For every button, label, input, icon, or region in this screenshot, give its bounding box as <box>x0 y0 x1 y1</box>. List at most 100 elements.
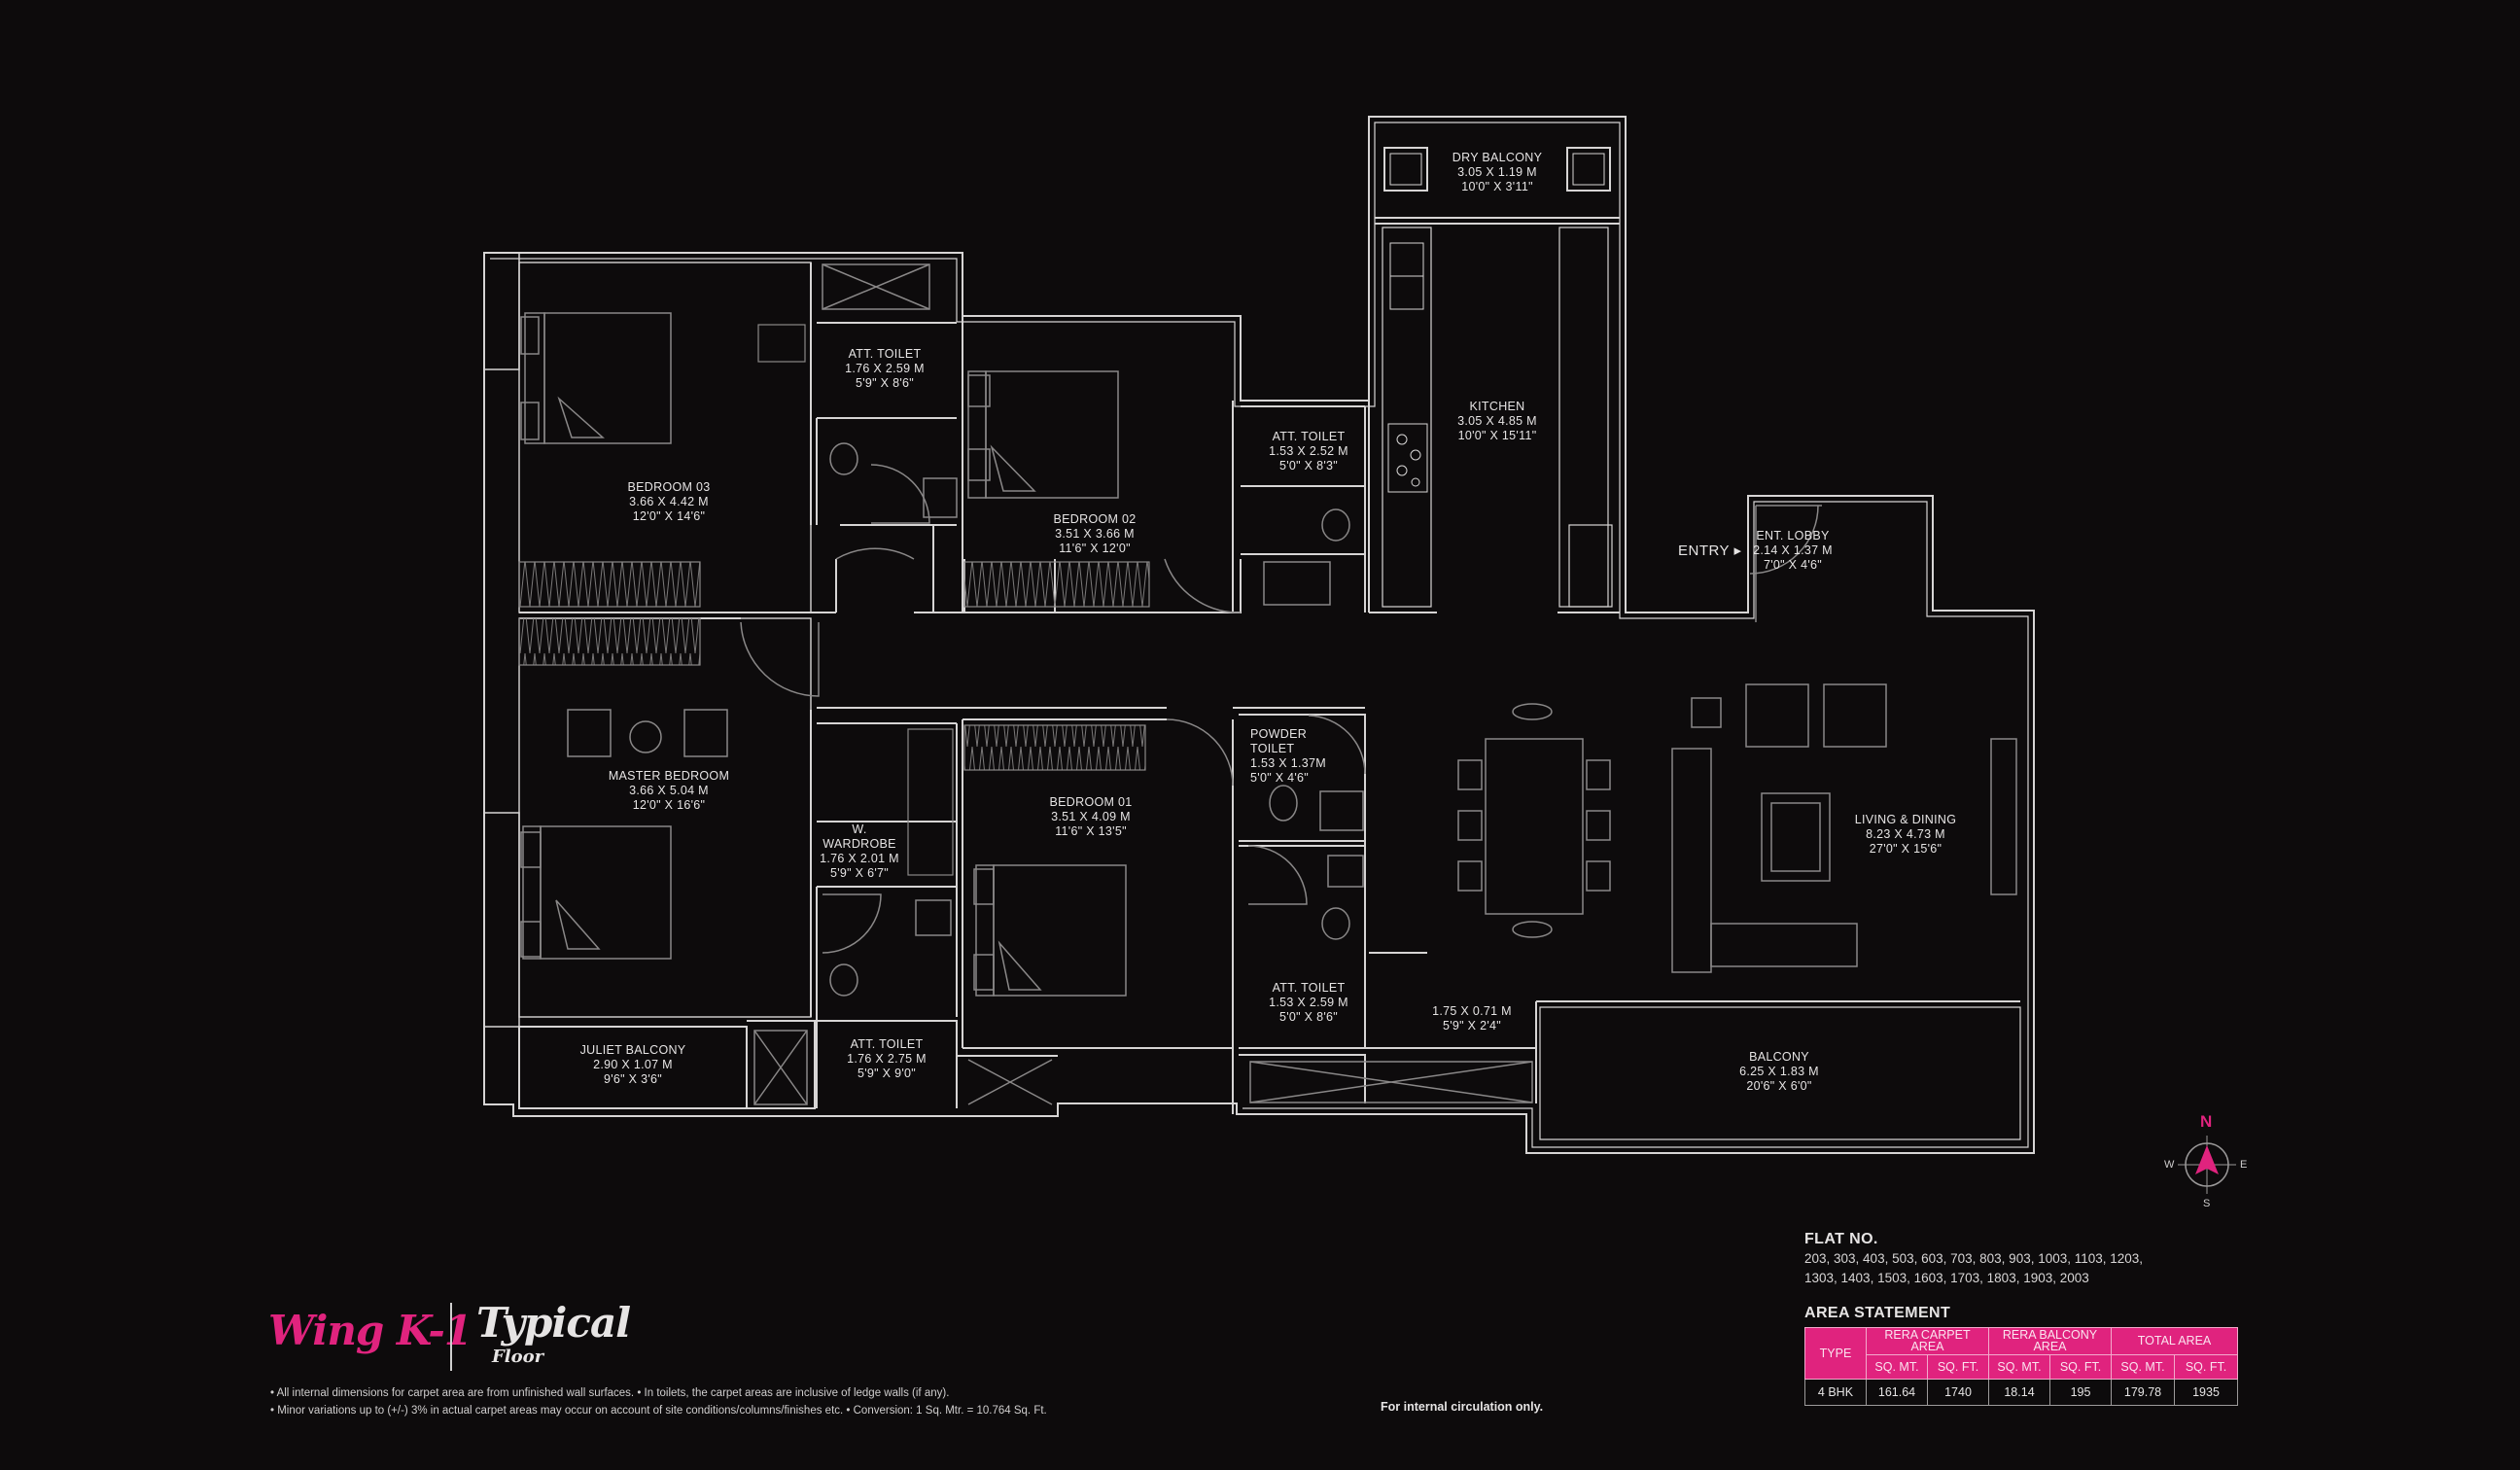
room-dim-m: 3.51 X 4.09 M <box>1051 810 1131 823</box>
room-dim-m: 1.76 X 2.01 M <box>820 852 899 865</box>
room-name: KITCHEN <box>1469 400 1525 413</box>
room-name: BEDROOM 02 <box>1053 512 1137 526</box>
room-dim-m: 3.66 X 5.04 M <box>629 784 709 797</box>
room-dim-ft: 20'6" X 6'0" <box>1746 1079 1812 1093</box>
room-dim-m: 2.14 X 1.37 M <box>1753 543 1833 557</box>
unit-sqmt: SQ. MT. <box>1988 1353 2050 1381</box>
room-name: ATT. TOILET <box>1272 981 1346 995</box>
compass: N S E W <box>2158 1108 2256 1215</box>
room-kitchen: KITCHEN 3.05 X 4.85 M 10'0" X 15'11" <box>1439 400 1556 443</box>
room-att-toilet-top-left: ATT. TOILET 1.76 X 2.59 M 5'9" X 8'6" <box>826 347 943 391</box>
room-master-bedroom: MASTER BEDROOM 3.66 X 5.04 M 12'0" X 16'… <box>591 769 747 813</box>
room-dim-m: 3.51 X 3.66 M <box>1055 527 1135 541</box>
floor-subtitle: Floor <box>492 1347 544 1367</box>
room-name: ENT. LOBBY <box>1756 529 1830 542</box>
flat-no-line-2: 1303, 1403, 1503, 1603, 1703, 1803, 1903… <box>1804 1271 2089 1285</box>
room-att-toilet-top-mid: ATT. TOILET 1.53 X 2.52 M 5'0" X 8'3" <box>1250 430 1367 473</box>
title-divider <box>450 1303 452 1371</box>
note-line-2: • Minor variations up to (+/-) 3% in act… <box>270 1405 1047 1417</box>
row-total-sqft: 1935 <box>2174 1379 2238 1406</box>
compass-e: E <box>2240 1159 2248 1171</box>
unit-sqft: SQ. FT. <box>2174 1353 2238 1381</box>
room-dim-ft: 5'9" X 8'6" <box>855 376 915 390</box>
room-name: LIVING & DINING <box>1854 813 1957 826</box>
room-dim-m: 8.23 X 4.73 M <box>1866 827 1945 841</box>
row-balcony-sqmt: 18.14 <box>1988 1379 2050 1406</box>
room-name: JULIET BALCONY <box>579 1043 686 1057</box>
room-dim-ft: 5'0" X 8'6" <box>1278 1010 1339 1024</box>
room-dim-ft: 10'0" X 15'11" <box>1457 429 1537 442</box>
room-dim-ft: 27'0" X 15'6" <box>1869 842 1942 856</box>
room-att-toilet-bottom-left: ATT. TOILET 1.76 X 2.75 M 5'9" X 9'0" <box>828 1037 945 1081</box>
room-dim-ft: 12'0" X 14'6" <box>632 509 706 523</box>
room-dim-m: 1.76 X 2.59 M <box>845 362 925 375</box>
row-carpet-sqft: 1740 <box>1927 1379 1989 1406</box>
room-dim-ft: 10'0" X 3'11" <box>1461 180 1533 193</box>
room-dry-balcony: DRY BALCONY 3.05 X 1.19 M 10'0" X 3'11" <box>1439 151 1556 194</box>
room-name: MASTER BEDROOM <box>608 769 730 783</box>
room-name: ATT. TOILET <box>850 1037 924 1051</box>
room-dim-ft: 7'0" X 4'6" <box>1763 558 1823 572</box>
typical-title: Typical <box>476 1299 631 1347</box>
room-dim-ft: 11'6" X 12'0" <box>1059 542 1131 555</box>
room-bedroom-02: BEDROOM 02 3.51 X 3.66 M 11'6" X 12'0" <box>1036 512 1153 556</box>
room-name: DRY BALCONY <box>1452 151 1543 164</box>
room-balcony: BALCONY 6.25 X 1.83 M 20'6" X 6'0" <box>1721 1050 1838 1094</box>
room-w-wardrobe: W. WARDROBE 1.76 X 2.01 M 5'9" X 6'7" <box>801 822 918 881</box>
room-dim-ft: 5'0" X 8'3" <box>1278 459 1339 472</box>
notes: • All internal dimensions for carpet are… <box>270 1384 1047 1419</box>
room-name: BEDROOM 03 <box>627 480 711 494</box>
room-dim-m: 3.05 X 1.19 M <box>1457 165 1537 179</box>
unit-sqmt: SQ. MT. <box>2111 1353 2175 1381</box>
room-dim-ft: 5'9" X 9'0" <box>857 1067 917 1080</box>
room-dim-ft: 5'9" X 2'4" <box>1442 1019 1502 1032</box>
room-name: ATT. TOILET <box>848 347 922 361</box>
room-dim-m: 1.53 X 2.52 M <box>1269 444 1348 458</box>
room-powder-toilet: POWDER TOILET 1.53 X 1.37M 5'0" X 4'6" <box>1250 727 1326 786</box>
compass-s: S <box>2203 1198 2211 1209</box>
unit-sqmt: SQ. MT. <box>1866 1353 1928 1381</box>
area-statement-table: TYPE RERA CARPET AREA RERA BALCONY AREA … <box>1804 1327 2238 1406</box>
compass-n: N <box>2200 1112 2213 1131</box>
room-ent-lobby: ENT. LOBBY 2.14 X 1.37 M 7'0" X 4'6" <box>1734 529 1851 573</box>
room-utility: 1.75 X 0.71 M 5'9" X 2'4" <box>1414 1004 1530 1033</box>
room-dim-ft: 12'0" X 16'6" <box>632 798 706 812</box>
room-dim-ft: 5'9" X 6'7" <box>829 866 890 880</box>
room-dim-m: 1.53 X 1.37M <box>1250 756 1326 770</box>
room-bedroom-01: BEDROOM 01 3.51 X 4.09 M 11'6" X 13'5" <box>1032 795 1149 839</box>
row-balcony-sqft: 195 <box>2049 1379 2112 1406</box>
header-carpet-text: RERA CARPET AREA <box>1884 1328 1971 1354</box>
row-type: 4 BHK <box>1804 1379 1867 1406</box>
compass-icon <box>2178 1136 2236 1194</box>
room-living-dining: LIVING & DINING 8.23 X 4.73 M 27'0" X 15… <box>1838 813 1974 857</box>
header-balcony-text: RERA BALCONY AREA <box>2002 1328 2098 1354</box>
unit-sqft: SQ. FT. <box>1927 1353 1989 1381</box>
entry-arrow-icon: ▸ <box>1733 542 1742 559</box>
header-total: TOTAL AREA <box>2111 1327 2238 1355</box>
room-name: BEDROOM 01 <box>1049 795 1133 809</box>
flat-no-line-1: 203, 303, 403, 503, 603, 703, 803, 903, … <box>1804 1251 2144 1266</box>
entry-text: ENTRY <box>1678 542 1730 559</box>
header-balcony: RERA BALCONY AREA <box>1988 1327 2112 1355</box>
wing-title: Wing K-1 <box>268 1307 472 1354</box>
room-dim-m: 1.75 X 0.71 M <box>1432 1004 1512 1018</box>
room-dim-m: 1.53 X 2.59 M <box>1269 996 1348 1009</box>
room-name: W. <box>852 822 867 836</box>
compass-w: W <box>2164 1159 2175 1171</box>
room-dim-ft: 11'6" X 13'5" <box>1055 824 1127 838</box>
internal-circulation-note: For internal circulation only. <box>1381 1400 1544 1414</box>
room-name-2: TOILET <box>1250 742 1295 755</box>
room-name-2: WARDROBE <box>822 837 896 851</box>
note-line-1: • All internal dimensions for carpet are… <box>270 1387 950 1399</box>
area-statement-heading: AREA STATEMENT <box>1804 1305 1951 1321</box>
room-dim-m: 6.25 X 1.83 M <box>1739 1065 1819 1078</box>
row-carpet-sqmt: 161.64 <box>1866 1379 1928 1406</box>
unit-sqft: SQ. FT. <box>2049 1353 2112 1381</box>
room-att-toilet-bottom-right: ATT. TOILET 1.53 X 2.59 M 5'0" X 8'6" <box>1250 981 1367 1025</box>
header-carpet: RERA CARPET AREA <box>1866 1327 1989 1355</box>
room-dim-ft: 5'0" X 4'6" <box>1250 771 1310 785</box>
row-total-sqmt: 179.78 <box>2111 1379 2175 1406</box>
room-juliet-balcony: JULIET BALCONY 2.90 X 1.07 M 9'6" X 3'6" <box>570 1043 696 1087</box>
room-dim-m: 2.90 X 1.07 M <box>593 1058 673 1071</box>
